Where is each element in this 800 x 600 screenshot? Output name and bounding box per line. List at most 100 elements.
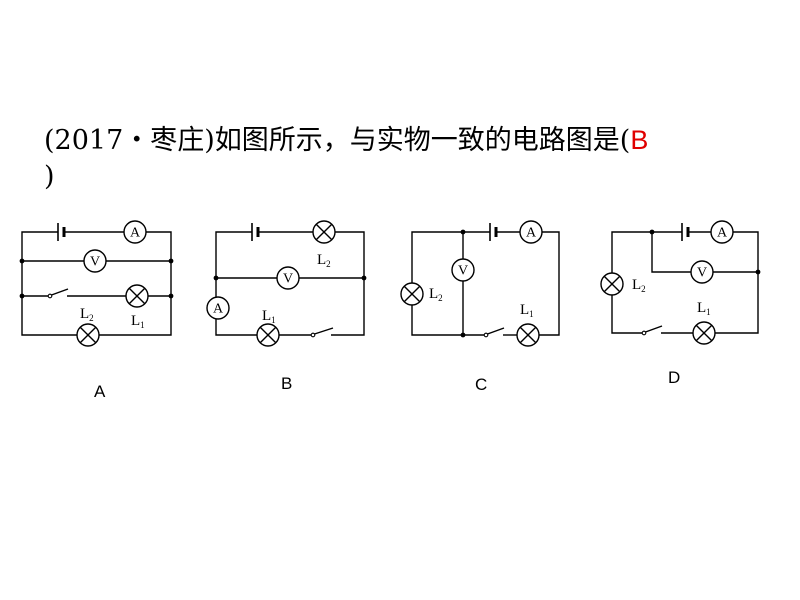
label-l1: L1 xyxy=(520,302,534,319)
junction-dot xyxy=(755,269,761,275)
wire xyxy=(611,295,643,334)
label-l2: L2 xyxy=(429,286,443,303)
voltmeter: V xyxy=(83,249,107,273)
label-l2-letter: L xyxy=(317,252,326,268)
wire xyxy=(411,305,485,336)
ammeter-circle xyxy=(519,220,543,244)
label-l1-letter: L xyxy=(262,308,271,324)
lamp-icon xyxy=(400,282,424,306)
voltmeter-circle xyxy=(690,260,714,284)
label-l1: L1 xyxy=(697,300,711,317)
lamp-cross xyxy=(259,326,277,344)
voltmeter: V xyxy=(276,266,300,290)
voltmeter: V xyxy=(690,260,714,284)
switch-pivot xyxy=(483,332,489,338)
label-l2-subscript: 2 xyxy=(641,284,646,294)
ammeter: A xyxy=(123,220,147,244)
ammeter-circle xyxy=(206,296,230,320)
junction-dot xyxy=(19,258,25,264)
label-l2: L2 xyxy=(80,306,94,323)
lamp-icon xyxy=(76,323,100,347)
wire xyxy=(715,231,759,334)
ammeter-symbol: A xyxy=(526,226,537,241)
switch-blade xyxy=(314,327,334,335)
label-l2: L2 xyxy=(632,277,646,294)
junction-dot xyxy=(649,229,655,235)
question-text: (2017・枣庄)如图所示，与实物一致的电路图是(B) xyxy=(44,122,764,195)
wire xyxy=(215,319,257,336)
junction-dot xyxy=(460,229,466,235)
question-suffix: ) xyxy=(44,161,55,192)
wire xyxy=(539,231,560,336)
junction-dot xyxy=(361,275,367,281)
label-l2-subscript: 2 xyxy=(326,259,331,269)
lamp-icon xyxy=(312,220,336,244)
wire xyxy=(331,231,365,336)
wire xyxy=(411,231,490,283)
switch-blade xyxy=(487,327,505,335)
voltmeter-circle xyxy=(83,249,107,273)
switch-blade xyxy=(645,325,663,333)
lamp-cross xyxy=(519,326,537,344)
label-l1-letter: L xyxy=(131,313,140,329)
option-label-c[interactable]: C xyxy=(475,375,488,394)
wire xyxy=(611,231,682,273)
ammeter-symbol: A xyxy=(213,302,224,317)
voltmeter-circle xyxy=(276,266,300,290)
wire xyxy=(21,231,77,336)
lamp-icon xyxy=(600,272,624,296)
lamp-cross xyxy=(315,223,333,241)
answer-letter: B xyxy=(630,125,649,155)
lamp-cross xyxy=(603,275,621,293)
voltmeter: V xyxy=(451,258,475,282)
label-l2-subscript: 2 xyxy=(438,293,443,303)
ammeter: A xyxy=(710,220,734,244)
voltmeter-symbol: V xyxy=(90,255,100,270)
label-l1-subscript: 1 xyxy=(529,309,534,319)
junction-dot xyxy=(460,332,466,338)
junction-dot xyxy=(168,293,174,299)
lamp-cross xyxy=(403,285,421,303)
junction-dot xyxy=(213,275,219,281)
switch-pivot xyxy=(641,330,647,336)
label-l2-letter: L xyxy=(80,306,89,322)
lamp-icon xyxy=(256,323,280,347)
ammeter-circle xyxy=(710,220,734,244)
wire xyxy=(651,232,691,273)
label-l1-subscript: 1 xyxy=(706,307,711,317)
voltmeter-circle xyxy=(451,258,475,282)
lamp-icon xyxy=(125,284,149,308)
wire xyxy=(99,231,172,336)
label-l1-letter: L xyxy=(520,302,529,318)
label-l1: L1 xyxy=(262,308,276,325)
option-label-a[interactable]: A xyxy=(94,382,106,401)
option-label-d[interactable]: D xyxy=(668,368,681,387)
junction-dot xyxy=(168,258,174,264)
ammeter: A xyxy=(519,220,543,244)
lamp-icon xyxy=(692,321,716,345)
ammeter: A xyxy=(206,296,230,320)
switch-blade xyxy=(51,288,69,296)
voltmeter-symbol: V xyxy=(283,272,293,287)
lamp-cross xyxy=(79,326,97,344)
label-l2-letter: L xyxy=(429,286,438,302)
label-l1-subscript: 1 xyxy=(140,320,145,330)
option-label-b[interactable]: B xyxy=(281,374,293,393)
ammeter-symbol: A xyxy=(717,226,728,241)
switch-pivot xyxy=(47,293,53,299)
junction-dot xyxy=(19,293,25,299)
ammeter-circle xyxy=(123,220,147,244)
question-prefix: (2017・枣庄)如图所示，与实物一致的电路图是( xyxy=(44,125,631,156)
label-l2-subscript: 2 xyxy=(89,313,94,323)
ammeter-symbol: A xyxy=(130,226,141,241)
label-l1-subscript: 1 xyxy=(271,315,276,325)
switch-pivot xyxy=(310,332,316,338)
lamp-cross xyxy=(128,287,146,305)
label-l1: L1 xyxy=(131,313,145,330)
lamp-icon xyxy=(516,323,540,347)
